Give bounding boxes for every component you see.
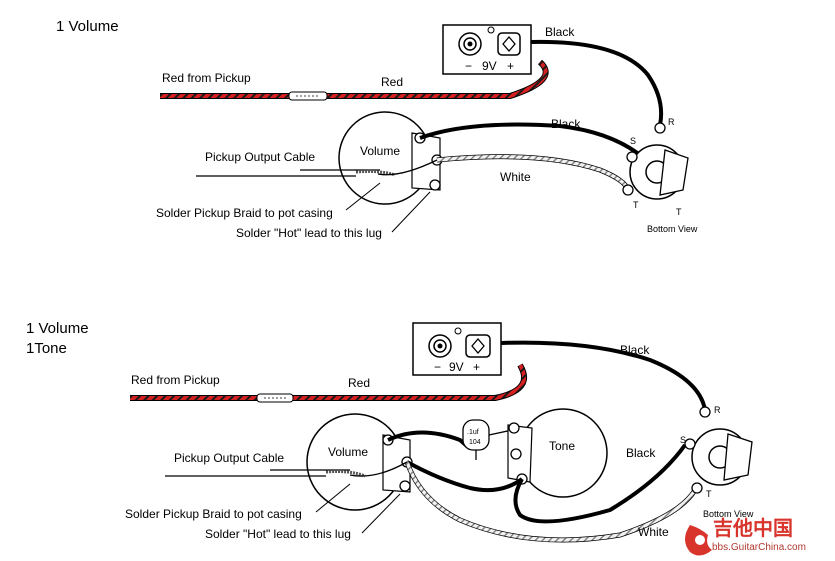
top-jack-r: R <box>668 117 675 127</box>
top-white-wire <box>436 154 630 191</box>
top-jack-view-label: Bottom View <box>647 224 698 234</box>
bottom-capacitor: .1uf 104 <box>387 419 513 460</box>
bottom-black-wire-pots <box>406 460 524 493</box>
bottom-white-label: White <box>638 525 669 539</box>
top-red-from-pickup-label: Red from Pickup <box>162 71 251 85</box>
top-black-wire-battery <box>530 39 664 126</box>
top-battery: − 9V + <box>442 24 532 75</box>
top-solder-hot-label: Solder "Hot" lead to this lug <box>236 226 382 240</box>
pot-lug-icon <box>508 422 520 434</box>
bottom-red-wire <box>130 363 528 403</box>
top-jack-t1: T <box>633 200 639 210</box>
bottom-solder-hot-label: Solder "Hot" lead to this lug <box>205 527 351 541</box>
bottom-tone-pot: Tone <box>507 408 608 498</box>
bottom-jack-r: R <box>714 405 721 415</box>
bottom-volume-label: Volume <box>328 445 368 459</box>
jack-sleeve-lug-icon <box>626 151 638 163</box>
top-hot-pointer <box>391 191 431 233</box>
jack-tip-lug-icon <box>691 482 703 494</box>
bottom-jack-view-label: Bottom View <box>703 509 754 519</box>
bottom-braid-pointer <box>315 483 351 513</box>
pot-lug-icon <box>399 480 411 492</box>
top-stereo-jack: R S T T Bottom View <box>622 117 698 234</box>
bottom-battery: − 9V + <box>412 322 502 376</box>
bottom-volume-pot: Volume <box>306 413 413 511</box>
jack-ring-lug-icon <box>699 406 711 418</box>
top-black-label-1: Black <box>545 25 575 39</box>
bottom-jack-s: S <box>680 435 686 445</box>
capacitor-code: 104 <box>469 439 481 446</box>
top-red-wire <box>160 59 549 101</box>
bottom-title-line2: 1Tone <box>26 340 67 357</box>
top-jack-t2: T <box>676 207 682 217</box>
top-white-label: White <box>500 170 531 184</box>
bottom-black-label-1: Black <box>620 343 650 357</box>
bottom-hot-pointer <box>361 493 401 534</box>
top-volume-label: Volume <box>360 144 400 158</box>
top-pickup-output-cable-label: Pickup Output Cable <box>205 150 315 164</box>
capacitor-value: .1uf <box>467 429 479 436</box>
jack-tip-lug-icon <box>622 184 634 196</box>
top-red-label: Red <box>381 75 403 89</box>
top-diagram: 1 Volume − 9V + Red from Pickup Red Blac… <box>56 18 698 240</box>
bottom-jack-t: T <box>706 489 712 499</box>
bottom-black-label-2: Black <box>626 446 656 460</box>
top-volume-pot: Volume <box>338 111 443 205</box>
bottom-white-wire <box>405 461 697 542</box>
top-title: 1 Volume <box>56 18 119 35</box>
top-braid-pointer <box>345 182 381 211</box>
watermark: 吉他中国 bbs.GuitarChina.com <box>685 516 806 556</box>
bottom-battery-minus: − <box>434 360 441 374</box>
watermark-main: 吉他中国 <box>713 516 793 540</box>
bottom-red-from-pickup-label: Red from Pickup <box>131 373 220 387</box>
jack-ring-lug-icon <box>654 122 666 134</box>
top-battery-plus: + <box>507 59 514 73</box>
bottom-wire-splice <box>256 393 294 403</box>
jack-sleeve-lug-icon <box>684 438 696 450</box>
bottom-stereo-jack: R S T Bottom View <box>680 405 754 519</box>
bottom-pickup-output-cable-label: Pickup Output Cable <box>174 451 284 465</box>
bottom-black-wire-tone <box>513 443 687 524</box>
top-battery-minus: − <box>465 59 472 73</box>
pot-lug-icon <box>510 448 522 460</box>
bottom-battery-voltage: 9V <box>449 360 464 374</box>
top-black-wire-pot <box>419 122 642 157</box>
bottom-battery-plus: + <box>473 360 480 374</box>
bottom-solder-braid-label: Solder Pickup Braid to pot casing <box>125 507 302 521</box>
watermark-sub: bbs.GuitarChina.com <box>712 542 806 553</box>
bottom-tone-label: Tone <box>549 439 575 453</box>
bottom-black-wire-battery <box>500 340 707 411</box>
bottom-title-line1: 1 Volume <box>26 320 89 337</box>
top-solder-braid-label: Solder Pickup Braid to pot casing <box>156 206 333 220</box>
bottom-red-label: Red <box>348 376 370 390</box>
top-black-label-2: Black <box>551 117 581 131</box>
top-jack-s: S <box>630 136 636 146</box>
top-battery-voltage: 9V <box>482 59 497 73</box>
bottom-diagram: 1 Volume 1Tone − 9V + Red from Pickup Re… <box>26 320 754 543</box>
pot-lug-icon <box>429 179 441 191</box>
